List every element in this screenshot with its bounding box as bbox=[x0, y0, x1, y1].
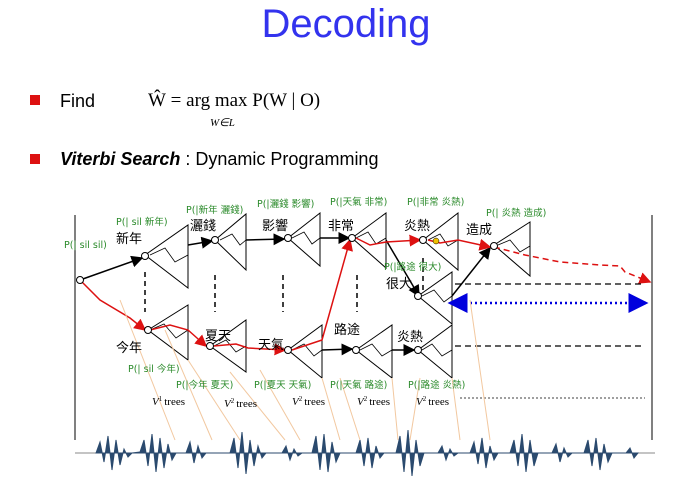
tree-tianqi bbox=[287, 324, 323, 380]
prob-saqian-yingxiang: P(|灑錢 影響) bbox=[257, 198, 314, 210]
prob-lutu-henda: P(|路途 很大) bbox=[384, 261, 441, 273]
word-lutu: 路途 bbox=[334, 322, 360, 338]
prob-feichang-yanre: P(|非常 炎熱) bbox=[407, 196, 464, 208]
word-yanre-bottom: 炎熱 bbox=[397, 330, 423, 345]
tree-lutu bbox=[355, 324, 393, 380]
formula-main: Ŵ = arg max P(W | O) bbox=[148, 90, 321, 111]
prob-sil-xinnian: P(| sil 新年) bbox=[116, 216, 168, 228]
viterbi-search-label: Viterbi Search bbox=[60, 149, 181, 169]
prob-sil-sil: P(| sil sil) bbox=[64, 240, 107, 251]
word-saqian: 灑錢 bbox=[190, 218, 216, 234]
word-tianqi: 天氣 bbox=[258, 338, 284, 353]
viterbi-line: Viterbi Search : Dynamic Programming bbox=[60, 149, 378, 170]
prob-xinnian-saqian: P(|新年 灑錢) bbox=[186, 204, 243, 216]
prob-lutu-yanre: P(|路途 炎熱) bbox=[408, 379, 465, 391]
bullet-marker-find bbox=[30, 95, 40, 105]
prob-jinnian-xiatian: P(|今年 夏天) bbox=[176, 379, 233, 391]
prob-yanre-zaocheng: P(| 炎熱 造成) bbox=[486, 207, 546, 219]
prob-tianqi-lutu: P(|天氣 路途) bbox=[330, 379, 387, 391]
find-label: Find bbox=[60, 91, 96, 111]
argmax-formula: Ŵ = arg max P(W | O) W∈L bbox=[148, 86, 368, 136]
prob-tianqi-feichang: P(|天氣 非常) bbox=[330, 196, 387, 208]
word-henda: 很大 bbox=[386, 277, 412, 292]
word-zaocheng: 造成 bbox=[466, 223, 492, 238]
tree-yanre-bottom bbox=[417, 324, 453, 380]
bullet-marker-viterbi bbox=[30, 154, 40, 164]
speech-waveform bbox=[95, 429, 640, 477]
tree-saqian bbox=[214, 212, 247, 272]
formula-subscript: W∈L bbox=[210, 117, 235, 129]
word-yingxiang: 影響 bbox=[262, 218, 288, 234]
word-feichang: 非常 bbox=[328, 219, 354, 234]
tree-yanre bbox=[422, 211, 459, 272]
word-xinnian: 新年 bbox=[116, 231, 142, 247]
tree-zaocheng bbox=[493, 221, 531, 278]
tree-jinnian bbox=[147, 304, 189, 361]
word-xiatian: 夏天 bbox=[205, 329, 231, 344]
tree-xinnian bbox=[144, 224, 189, 290]
tree-yingxiang bbox=[287, 211, 321, 268]
tree-feichang bbox=[351, 212, 387, 270]
prob-xiatian-tianqi: P(|夏天 天氣) bbox=[254, 379, 311, 391]
slide-title: Decoding bbox=[261, 2, 431, 46]
dynamic-programming-label: : Dynamic Programming bbox=[185, 149, 379, 169]
word-jinnian: 今年 bbox=[116, 340, 142, 356]
word-yanre: 炎熱 bbox=[404, 219, 430, 234]
prob-sil-jinnian: P(| sil 今年) bbox=[128, 363, 180, 375]
